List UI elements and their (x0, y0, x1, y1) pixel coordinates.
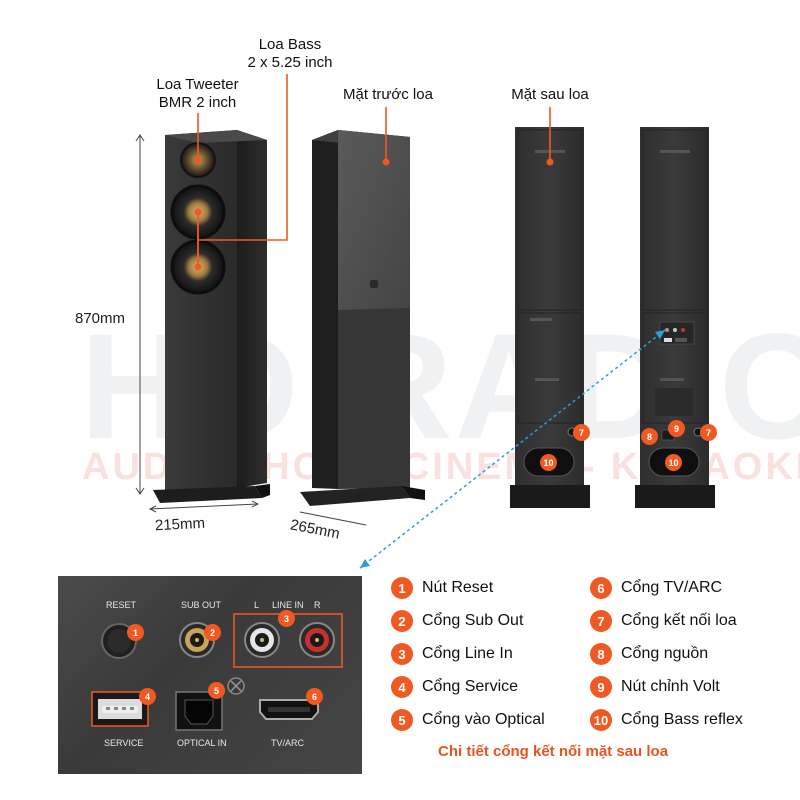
left-label: L (254, 600, 260, 610)
width-dimension-line (148, 500, 260, 513)
panel-badge-2: 2 (204, 624, 221, 641)
height-dimension-line (135, 134, 145, 495)
legend-text: Cổng vào Optical (422, 711, 545, 728)
legend-item-10: 10 Cổng Bass reflex (590, 708, 743, 732)
legend-item-5: 5 Cổng vào Optical (391, 708, 545, 732)
height-dimension: 870mm (75, 310, 126, 327)
tweeter-label-line1: Loa Tweeter (156, 76, 239, 93)
legend-number: 7 (590, 610, 612, 632)
legend-item-2: 2 Cổng Sub Out (391, 609, 523, 633)
badge-10-right: 10 (665, 454, 682, 471)
back-label: Mặt sau loa (511, 86, 589, 103)
panel-badge-3: 3 (278, 610, 295, 627)
legend-number: 10 (590, 709, 612, 731)
legend-text: Cổng Bass reflex (621, 711, 743, 728)
legend-item-4: 4 Cổng Service (391, 675, 518, 699)
legend-text: Nút Reset (422, 579, 494, 596)
reset-label: RESET (106, 600, 137, 610)
connector-panel: RESET SUB OUT L LINE IN R SERVICE OPTICA… (58, 576, 362, 774)
badge-9: 9 (668, 420, 685, 437)
legend-item-8: 8 Cổng nguồn (590, 642, 708, 666)
legend-number: 9 (590, 676, 612, 698)
optical-in-label: OPTICAL IN (177, 738, 227, 748)
panel-ports (91, 613, 343, 731)
legend-number: 5 (391, 709, 413, 731)
sub-out-label: SUB OUT (181, 600, 222, 610)
panel-badge-4: 4 (139, 688, 156, 705)
legend-item-3: 3 Cổng Line In (391, 642, 513, 666)
badge-10-left: 10 (540, 454, 557, 471)
legend-number: 4 (391, 676, 413, 698)
legend-number: 3 (391, 643, 413, 665)
badge-7-left: 7 (573, 424, 590, 441)
right-label: R (314, 600, 321, 610)
badge-8: 8 (641, 428, 658, 445)
service-label: SERVICE (104, 738, 144, 748)
tv-arc-label: TV/ARC (271, 738, 305, 748)
tweeter-label-line2: BMR 2 inch (158, 94, 237, 111)
legend-text: Cổng TV/ARC (621, 579, 723, 596)
line-in-label: LINE IN (272, 600, 304, 610)
speaker-front-drivers (153, 130, 270, 503)
legend-number: 8 (590, 643, 612, 665)
legend-item-6: 6 Cổng TV/ARC (590, 576, 722, 600)
front-label: Mặt trước loa (343, 86, 433, 103)
legend-text: Cổng kết nối loa (621, 612, 737, 629)
callout-lines (197, 74, 551, 267)
tweeter-callout: Loa Tweeter BMR 2 inch (145, 76, 250, 112)
legend-number: 2 (391, 610, 413, 632)
depth-dimension-line (299, 511, 367, 526)
bass-callout: Loa Bass 2 x 5.25 inch (240, 36, 340, 72)
panel-badge-5: 5 (208, 682, 225, 699)
legend-text: Cổng Sub Out (422, 612, 524, 629)
bass-label-line1: Loa Bass (258, 36, 322, 53)
footer-caption: Chi tiết cổng kết nối mặt sau loa (438, 743, 669, 760)
bass-label-line2: 2 x 5.25 inch (247, 54, 333, 71)
speaker-back-2 (635, 127, 715, 508)
legend-number: 1 (391, 577, 413, 599)
legend-item-1: 1 Nút Reset (391, 576, 493, 600)
panel-badge-1: 1 (127, 624, 144, 641)
width-dimension: 215mm (154, 514, 206, 535)
detail-connector (359, 329, 666, 569)
legend-text: Nút chỉnh Volt (621, 678, 720, 695)
legend-text: Cổng Line In (422, 645, 513, 662)
speaker-front-grille (300, 130, 425, 506)
speaker-back-1 (510, 127, 590, 508)
badge-7-right: 7 (700, 424, 717, 441)
legend-item-9: 9 Nút chỉnh Volt (590, 675, 720, 699)
legend-item-7: 7 Cổng kết nối loa (590, 609, 737, 633)
panel-badge-6: 6 (306, 688, 323, 705)
legend-number: 6 (590, 577, 612, 599)
legend-text: Cổng nguồn (621, 645, 709, 662)
legend-text: Cổng Service (422, 678, 519, 695)
